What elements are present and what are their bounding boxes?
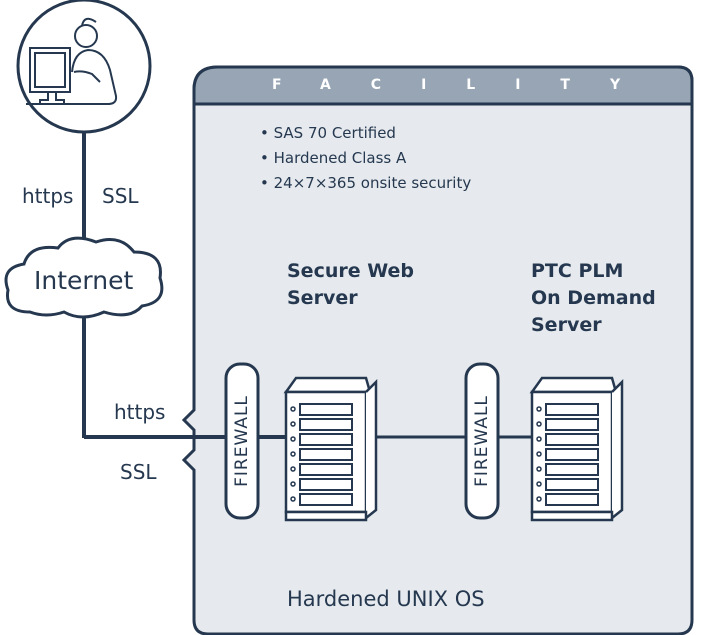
- facility-bullet: • 24×7×365 onsite security: [260, 174, 472, 192]
- os-label: Hardened UNIX OS: [287, 587, 485, 611]
- web-server-label-line: Secure Web: [287, 260, 414, 282]
- client-protocol-https: https: [22, 184, 74, 208]
- plm-server-icon: [529, 376, 624, 522]
- web-server-label-line: Server: [287, 287, 358, 309]
- firewall-1-label: FIREWALL: [232, 395, 252, 487]
- firewall-2-label: FIREWALL: [472, 395, 492, 487]
- client-protocol-ssl: SSL: [102, 184, 139, 208]
- computer-user-icon: [26, 17, 118, 105]
- entry-protocol-https: https: [114, 400, 166, 424]
- facility-bullet-list: • SAS 70 Certified • Hardened Class A • …: [260, 121, 471, 196]
- plm-server-label-line: Server: [531, 314, 602, 336]
- firewall-1: [224, 362, 260, 520]
- entry-protocol-ssl: SSL: [120, 460, 157, 484]
- plm-server-label: PTC PLM On Demand Server: [531, 258, 656, 339]
- web-server-label: Secure Web Server: [287, 258, 414, 312]
- plm-server-label-line: PTC PLM: [531, 260, 624, 282]
- firewall-2: [464, 362, 500, 520]
- plm-server-label-line: On Demand: [531, 287, 656, 309]
- bullet-text: SAS 70 Certified: [273, 124, 396, 142]
- client-circle: [16, 0, 152, 134]
- connection-lines: [82, 132, 532, 439]
- internet-label: Internet: [34, 266, 134, 295]
- bullet-text: Hardened Class A: [273, 149, 407, 167]
- web-server-icon: [283, 376, 378, 522]
- facility-title: FACILITY: [272, 77, 661, 93]
- internet-cloud-icon: [4, 236, 164, 319]
- facility-bullet: • Hardened Class A: [260, 149, 407, 167]
- bullet-text: 24×7×365 onsite security: [273, 174, 472, 192]
- facility-header-bar: [192, 65, 694, 106]
- facility-bullet: • SAS 70 Certified: [260, 124, 396, 142]
